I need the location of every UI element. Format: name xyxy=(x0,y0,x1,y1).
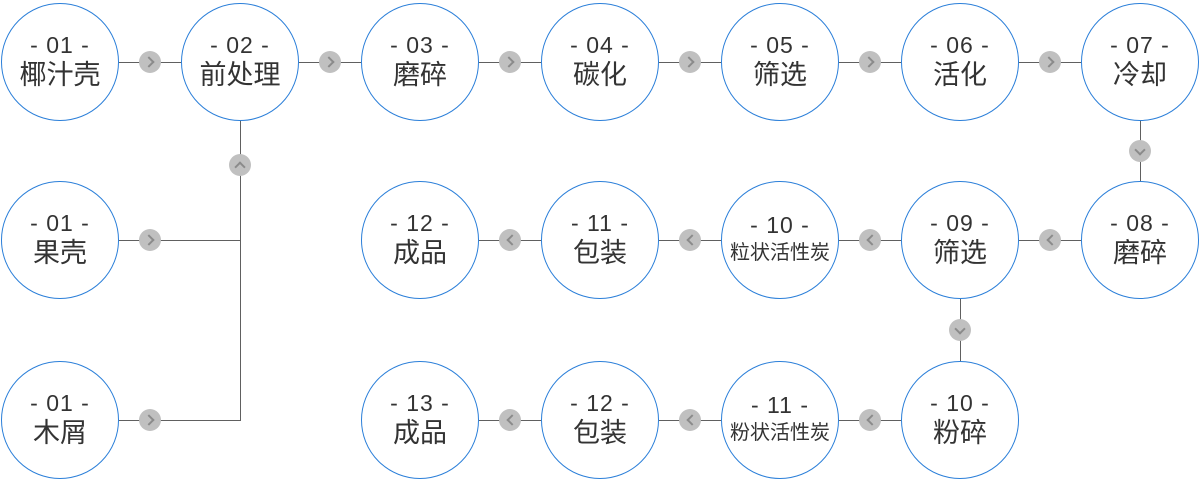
chevron-left-glyph xyxy=(685,414,698,426)
arrow-right-icon xyxy=(139,229,161,251)
node-number: - 06 - xyxy=(930,32,990,58)
node-label: 果壳 xyxy=(33,238,87,268)
node-label: 磨碎 xyxy=(1113,238,1167,268)
node-label: 筛选 xyxy=(753,60,807,90)
node-cooling: - 07 - 冷却 xyxy=(1081,3,1199,121)
chevron-left-glyph xyxy=(865,414,878,426)
node-finished-product-13: - 13 - 成品 xyxy=(361,361,479,479)
node-label: 椰汁壳 xyxy=(19,60,101,90)
node-number: - 01 - xyxy=(30,210,90,236)
node-label: 筛选 xyxy=(933,238,987,268)
node-packaging-12: - 12 - 包装 xyxy=(541,361,659,479)
node-label: 冷却 xyxy=(1113,60,1167,90)
chevron-left-glyph xyxy=(505,414,518,426)
node-grinding-03: - 03 - 磨碎 xyxy=(361,3,479,121)
node-nut-shell: - 01 - 果壳 xyxy=(1,181,119,299)
node-number: - 09 - xyxy=(930,210,990,236)
chevron-down-glyph xyxy=(1134,143,1146,156)
arrow-left-icon xyxy=(859,229,881,251)
node-activation: - 06 - 活化 xyxy=(901,3,1019,121)
node-label: 前处理 xyxy=(199,60,281,90)
arrow-up-icon xyxy=(229,154,251,176)
arrow-right-icon xyxy=(319,51,341,73)
node-label: 粉状活性炭 xyxy=(730,422,830,444)
node-number: - 10 - xyxy=(750,212,810,238)
node-number: - 12 - xyxy=(570,390,630,416)
arrow-right-icon xyxy=(499,51,521,73)
chevron-down-glyph xyxy=(954,322,966,335)
node-number: - 05 - xyxy=(750,32,810,58)
connector-line xyxy=(240,121,241,421)
arrow-left-icon xyxy=(859,409,881,431)
arrow-right-icon xyxy=(139,409,161,431)
node-label: 粒状活性炭 xyxy=(730,242,830,264)
node-number: - 03 - xyxy=(390,32,450,58)
node-grinding-08: - 08 - 磨碎 xyxy=(1081,181,1199,299)
chevron-right-glyph xyxy=(322,56,335,68)
node-label: 磨碎 xyxy=(393,60,447,90)
node-label: 粉碎 xyxy=(933,418,987,448)
node-number: - 01 - xyxy=(30,390,90,416)
node-number: - 12 - xyxy=(390,210,450,236)
chevron-left-glyph xyxy=(505,234,518,246)
chevron-right-glyph xyxy=(142,234,155,246)
chevron-right-glyph xyxy=(862,56,875,68)
chevron-right-glyph xyxy=(682,56,695,68)
node-granular-activated-carbon: - 10 - 粒状活性炭 xyxy=(721,181,839,299)
arrow-down-icon xyxy=(1129,140,1151,162)
connector-line xyxy=(119,240,241,241)
chevron-left-glyph xyxy=(1045,234,1058,246)
node-powdered-activated-carbon: - 11 - 粉状活性炭 xyxy=(721,361,839,479)
node-number: - 02 - xyxy=(210,32,270,58)
node-number: - 10 - xyxy=(930,390,990,416)
node-label: 成品 xyxy=(393,238,447,268)
node-number: - 07 - xyxy=(1110,32,1170,58)
node-finished-product-12: - 12 - 成品 xyxy=(361,181,479,299)
arrow-left-icon xyxy=(1039,229,1061,251)
node-number: - 11 - xyxy=(571,210,629,236)
chevron-right-glyph xyxy=(142,414,155,426)
arrow-right-icon xyxy=(859,51,881,73)
chevron-left-glyph xyxy=(865,234,878,246)
arrow-left-icon xyxy=(679,229,701,251)
node-number: - 08 - xyxy=(1110,210,1170,236)
chevron-right-glyph xyxy=(502,56,515,68)
node-label: 包装 xyxy=(573,238,627,268)
chevron-right-glyph xyxy=(142,56,155,68)
node-number: - 04 - xyxy=(570,32,630,58)
arrow-right-icon xyxy=(1039,51,1061,73)
node-screening-05: - 05 - 筛选 xyxy=(721,3,839,121)
node-label: 活化 xyxy=(933,60,987,90)
node-label: 碳化 xyxy=(573,60,627,90)
arrow-left-icon xyxy=(679,409,701,431)
arrow-right-icon xyxy=(139,51,161,73)
node-label: 包装 xyxy=(573,418,627,448)
node-number: - 13 - xyxy=(390,390,450,416)
arrow-right-icon xyxy=(679,51,701,73)
node-label: 木屑 xyxy=(33,418,87,448)
node-pulverizing: - 10 - 粉碎 xyxy=(901,361,1019,479)
chevron-left-glyph xyxy=(685,234,698,246)
node-packaging-11: - 11 - 包装 xyxy=(541,181,659,299)
arrow-left-icon xyxy=(499,409,521,431)
arrow-down-icon xyxy=(949,319,971,341)
node-number: - 11 - xyxy=(751,392,809,418)
chevron-up-glyph xyxy=(234,160,246,173)
node-carbonization: - 04 - 碳化 xyxy=(541,3,659,121)
node-pretreatment: - 02 - 前处理 xyxy=(181,3,299,121)
arrow-left-icon xyxy=(499,229,521,251)
node-sawdust: - 01 - 木屑 xyxy=(1,361,119,479)
node-screening-09: - 09 - 筛选 xyxy=(901,181,1019,299)
connector-line xyxy=(119,420,241,421)
chevron-right-glyph xyxy=(1042,56,1055,68)
node-label: 成品 xyxy=(393,418,447,448)
node-number: - 01 - xyxy=(30,32,90,58)
node-coconut-shell: - 01 - 椰汁壳 xyxy=(1,3,119,121)
